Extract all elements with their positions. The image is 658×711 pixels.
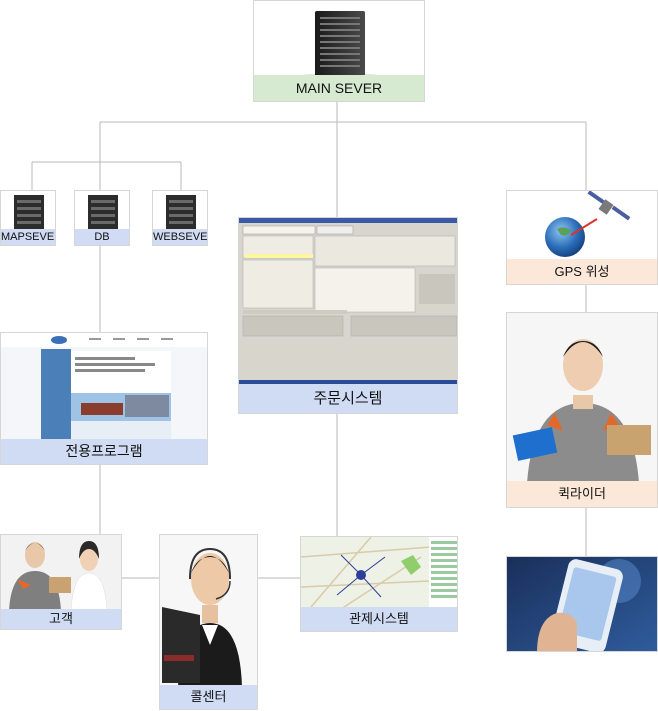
customer-node: 고객 [0,534,122,630]
courier-photo [507,313,657,483]
customer-label: 고객 [1,609,121,629]
call-center-agent-photo [160,535,257,687]
courier-label: 퀵라이더 [507,481,657,507]
map-server-label: MAPSEVER [1,229,55,245]
main-server-label: MAIN SEVER [254,75,424,101]
call-center-node: 콜센터 [159,534,258,710]
smartphone-photo [507,557,657,651]
web-server-node: WEBSEVER [152,190,208,246]
order-system-node: 주문시스템 [238,217,458,414]
db-server-label: DB SEVER [75,229,129,245]
server-icon [88,195,118,229]
gps-label: GPS 위성 [507,259,657,284]
web-server-label: WEBSEVER [153,229,208,245]
order-system-label: 주문시스템 [239,384,457,413]
control-system-node: 관제시스템 [300,536,458,632]
gps-node: GPS 위성 [506,190,658,285]
db-server-node: DB SEVER [74,190,130,246]
dedicated-program-node: 전용프로그램 [0,332,208,465]
website-screenshot [1,333,207,441]
satellite-globe-icon [545,191,631,257]
call-center-label: 콜센터 [160,685,257,709]
customer-photo [1,535,121,611]
main-server-node: MAIN SEVER [253,0,425,102]
server-icon [14,195,44,229]
control-system-label: 관제시스템 [301,607,457,631]
map-screenshot [301,537,457,609]
map-server-node: MAPSEVER [0,190,56,246]
server-icon [166,195,196,229]
server-tower-icon [296,11,384,81]
smartphone-node [506,556,658,652]
dedicated-program-label: 전용프로그램 [1,439,207,464]
order-software-screenshot [239,218,457,386]
courier-node: 퀵라이더 [506,312,658,508]
